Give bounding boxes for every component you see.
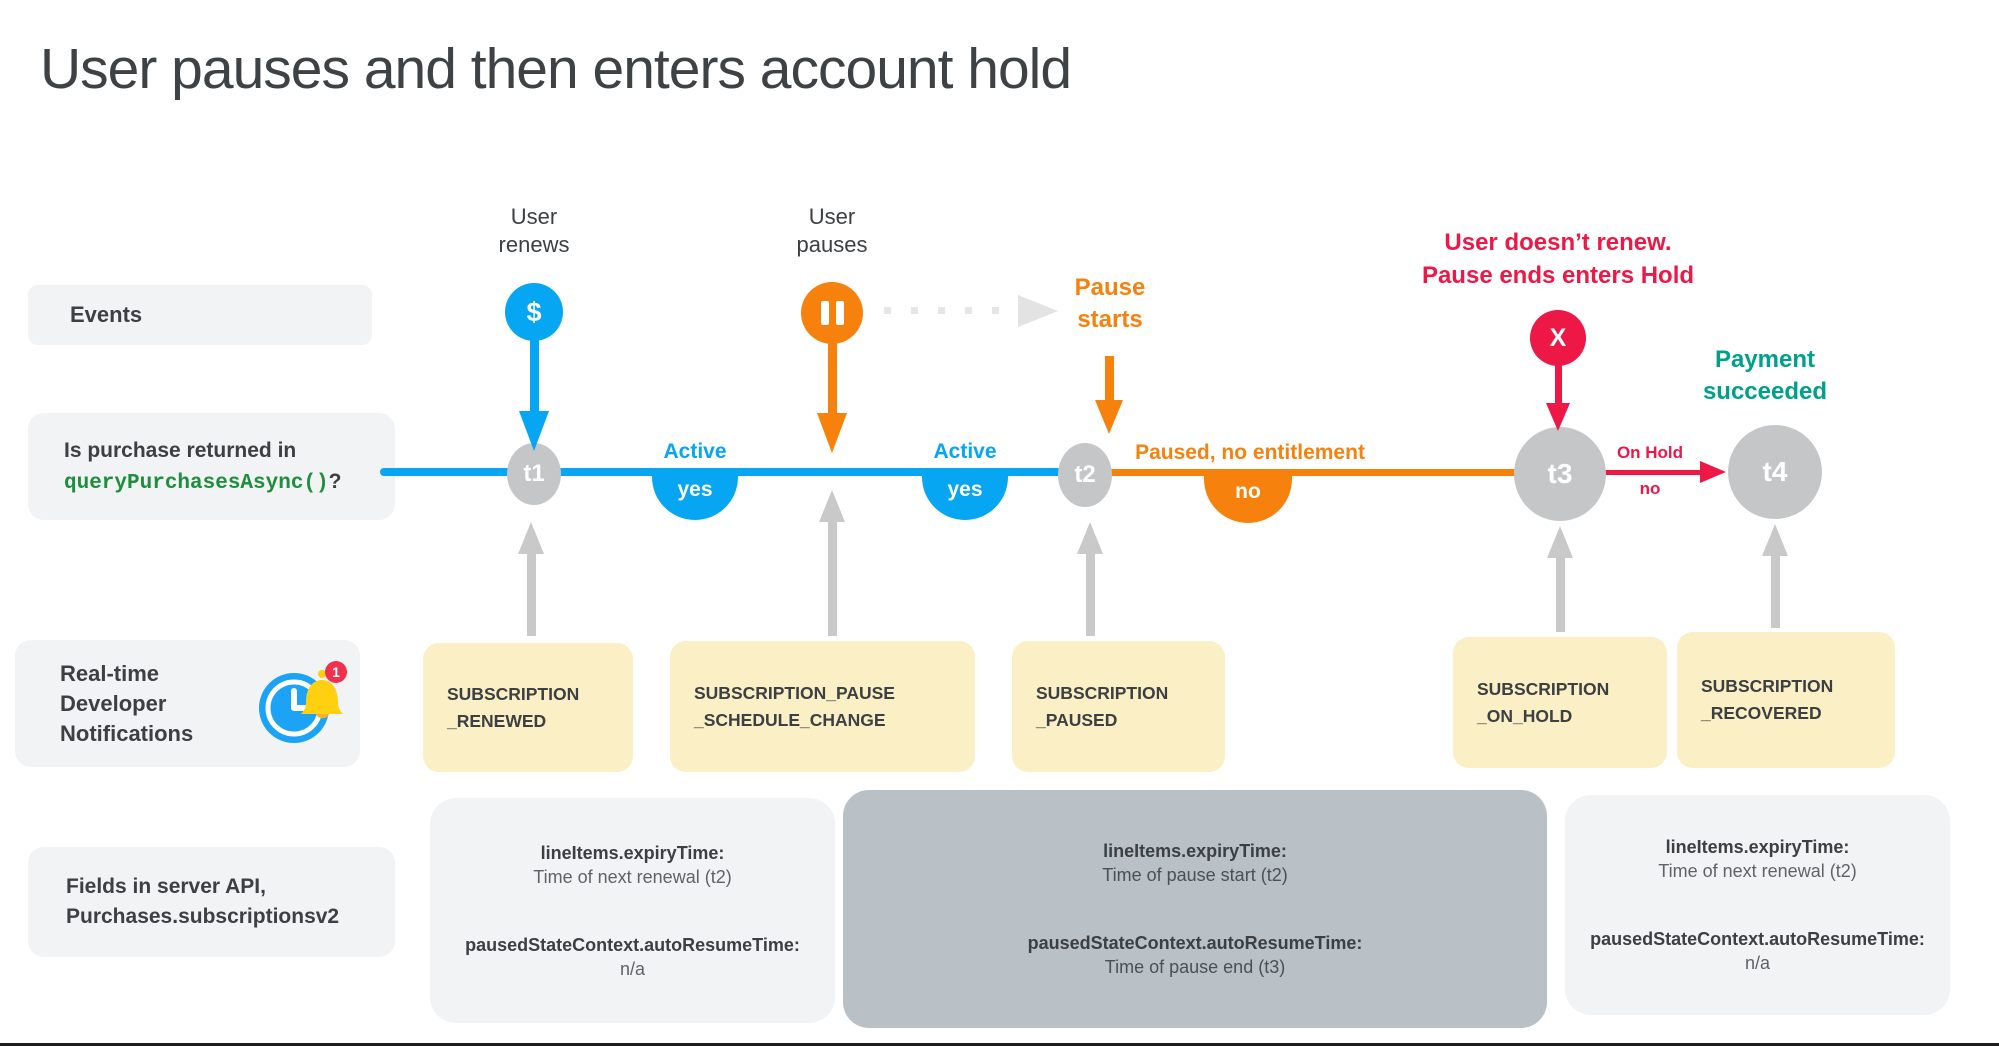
dotted-connector-head xyxy=(1018,295,1058,327)
dotted-connector xyxy=(884,307,999,314)
payment-succeeded-label: Payment succeeded xyxy=(1702,346,1828,405)
pause-starts-label: Pause starts xyxy=(1074,274,1146,333)
fields-row-label: Fields in server API, Purchases.subscrip… xyxy=(28,847,395,957)
rtdn-up-arrow-shaft-3 xyxy=(1085,552,1095,636)
query-purchases-code: queryPurchasesAsync() xyxy=(64,471,329,495)
purchase-label-line1: Is purchase returned in xyxy=(64,438,297,462)
notification-subscription-on-hold: SUBSCRIPTION _ON_HOLD xyxy=(1453,637,1667,768)
badge-count: 1 xyxy=(332,664,340,680)
notification-clock-icon: 1 xyxy=(256,658,348,750)
renew-dollar-icon: $ xyxy=(505,283,563,341)
active-label-1: Active xyxy=(663,440,727,463)
rtdn-label-line3: Notifications xyxy=(60,720,194,746)
rtdn-label-line2: Developer xyxy=(60,690,167,716)
rtdn-up-arrow-head-3 xyxy=(1077,522,1103,554)
bottom-divider xyxy=(0,1043,1999,1046)
rtdn-label-line1: Real-time xyxy=(60,660,160,686)
events-row-label: Events xyxy=(28,285,372,345)
on-hold-value: no xyxy=(1639,479,1661,498)
on-hold-arrow-head xyxy=(1700,461,1726,483)
entitlement-no-bump: no xyxy=(1204,476,1292,523)
events-label: Events xyxy=(70,302,143,327)
purchase-question-mark: ? xyxy=(328,469,342,493)
hold-arrow-head xyxy=(1546,403,1570,431)
timeline-node-t2: t2 xyxy=(1058,443,1112,507)
notification-subscription-pause-schedule-change: SUBSCRIPTION_PAUSE _SCHEDULE_CHANGE xyxy=(670,641,975,772)
pause-arrow-head xyxy=(817,413,847,453)
fields-label-line1: Fields in server API, xyxy=(66,875,266,898)
rtdn-up-arrow-head-1 xyxy=(518,522,544,554)
active-label-2: Active xyxy=(933,440,997,463)
on-hold-arrow-shaft xyxy=(1604,470,1704,475)
renew-arrow-head xyxy=(519,411,549,451)
renew-arrow-shaft xyxy=(529,340,539,412)
pause-arrow-shaft xyxy=(827,343,837,414)
notification-subscription-recovered: SUBSCRIPTION _RECOVERED xyxy=(1677,632,1895,768)
rtdn-up-arrow-head-5 xyxy=(1762,524,1788,556)
notification-subscription-paused: SUBSCRIPTION _PAUSED xyxy=(1012,641,1225,772)
rtdn-row-label: Real-time Developer Notifications 1 xyxy=(15,640,360,767)
hold-arrow-shaft xyxy=(1554,365,1562,404)
clock-bell-icon: 1 xyxy=(259,660,347,743)
rtdn-up-arrow-shaft-1 xyxy=(526,552,536,636)
api-fields-box-paused: lineItems.expiryTime: Time of pause star… xyxy=(843,790,1547,1028)
rtdn-up-arrow-shaft-2 xyxy=(827,520,837,636)
api-fields-box-renewed: lineItems.expiryTime: Time of next renew… xyxy=(430,798,835,1023)
rtdn-up-arrow-head-4 xyxy=(1547,526,1573,558)
rtdn-up-arrow-shaft-4 xyxy=(1555,556,1565,632)
paused-no-entitlement-label: Paused, no entitlement xyxy=(1135,441,1365,464)
timeline-node-t3: t3 xyxy=(1514,427,1606,521)
on-hold-label: On Hold xyxy=(1616,443,1684,462)
fields-label-line2: Purchases.subscriptionsv2 xyxy=(66,905,340,928)
hold-x-icon: X xyxy=(1530,310,1586,366)
purchase-row-label: Is purchase returned in queryPurchasesAs… xyxy=(28,413,395,520)
timeline-node-t1: t1 xyxy=(507,443,561,505)
rtdn-up-arrow-shaft-5 xyxy=(1770,554,1780,628)
user-renews-label: User renews xyxy=(498,204,570,257)
timeline-node-t4: t4 xyxy=(1728,425,1822,519)
pause-starts-arrow-head xyxy=(1095,400,1123,434)
entitlement-yes-bump-1: yes xyxy=(652,476,738,520)
entitlement-yes-bump-2: yes xyxy=(922,476,1008,520)
api-fields-box-recovered: lineItems.expiryTime: Time of next renew… xyxy=(1565,795,1950,1015)
rtdn-up-arrow-head-2 xyxy=(819,490,845,522)
hold-heading: User doesn’t renew. Pause ends enters Ho… xyxy=(1421,229,1695,289)
notification-subscription-renewed: SUBSCRIPTION _RENEWED xyxy=(423,643,633,772)
timeline-active-segment xyxy=(380,468,1082,476)
timeline-paused-segment xyxy=(1082,469,1560,476)
page-title: User pauses and then enters account hold xyxy=(40,37,1072,101)
pause-icon xyxy=(801,282,863,344)
user-pauses-label: User pauses xyxy=(796,204,868,257)
pause-starts-arrow-shaft xyxy=(1104,356,1114,401)
